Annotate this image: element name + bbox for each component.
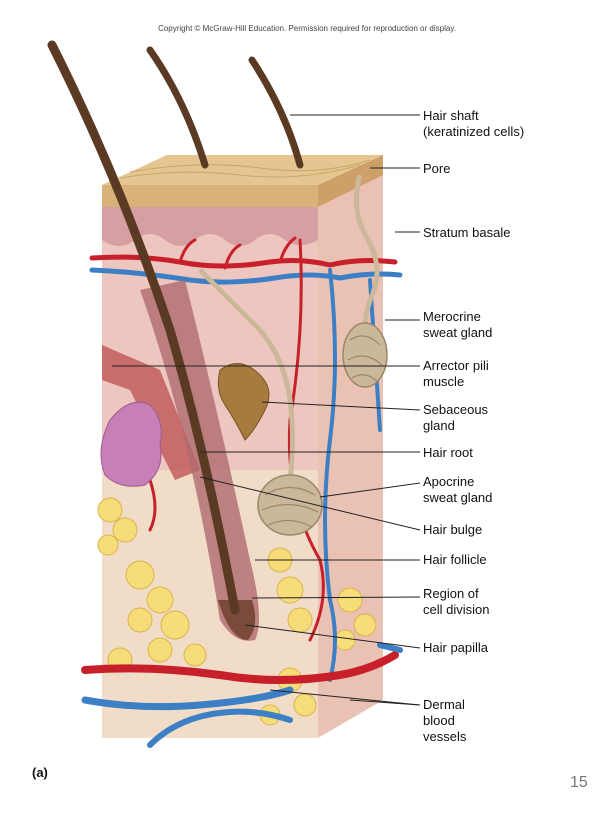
fat-lobule — [97, 497, 123, 523]
label-hair-papilla: Hair papilla — [423, 640, 488, 656]
label-sebaceous: Sebaceous gland — [423, 402, 488, 434]
fat-lobule — [97, 534, 119, 556]
hair-strands — [47, 40, 304, 615]
label-arrector: Arrector pili muscle — [423, 358, 489, 390]
fat-lobule — [287, 607, 313, 633]
leader-dermal-vessels-2 — [349, 699, 421, 706]
leader-hair-papilla — [244, 624, 421, 649]
label-stratum-basale: Stratum basale — [423, 225, 510, 241]
hair-strand — [47, 40, 240, 615]
label-line: blood — [423, 713, 455, 728]
label-dermal-vessels: Dermal blood vessels — [423, 697, 466, 745]
label-line: Dermal — [423, 697, 465, 712]
label-line: Hair root — [423, 445, 473, 460]
sebaceous-gland — [217, 363, 270, 441]
label-merocrine: Merocrine sweat gland — [423, 309, 492, 341]
leader-apocrine — [319, 482, 421, 498]
label-line: Apocrine — [423, 474, 475, 489]
label-pore: Pore — [423, 161, 450, 177]
fat-lobule — [353, 613, 377, 637]
leader-hair-bulge — [199, 476, 421, 531]
label-line: cell division — [423, 602, 490, 617]
label-line: sweat gland — [423, 490, 493, 505]
label-line: Hair follicle — [423, 552, 487, 567]
epidermis — [102, 185, 318, 207]
fat-lobule — [276, 576, 304, 604]
label-line: Hair papilla — [423, 640, 489, 655]
skin-surface — [102, 155, 383, 185]
label-line: Region of — [423, 586, 479, 601]
label-hair-follicle: Hair follicle — [423, 552, 487, 568]
leader-lines — [112, 114, 421, 706]
leader-sebaceous — [261, 401, 421, 411]
label-line: Sebaceous — [423, 402, 489, 417]
hair-bulb — [218, 600, 256, 640]
fat-lobule — [125, 560, 155, 590]
label-line: vessels — [423, 729, 467, 744]
label-line: muscle — [423, 374, 465, 389]
label-line: sweat gland — [423, 325, 493, 340]
copyright-notice: Copyright © McGraw-Hill Education. Permi… — [158, 24, 456, 33]
fat-lobule — [112, 517, 138, 543]
leader-dermal-vessels-1 — [269, 689, 421, 706]
fat-lobule — [183, 643, 207, 667]
label-hair-shaft: Hair shaft (keratinized cells) — [423, 108, 524, 140]
sebaceous-gland-shape — [100, 401, 162, 487]
label-line: Pore — [423, 161, 451, 176]
papillary-layer — [102, 205, 318, 246]
label-line: Hair bulge — [423, 522, 483, 537]
label-hair-root: Hair root — [423, 445, 473, 461]
hair-strand — [146, 46, 209, 169]
label-line: Arrector pili — [423, 358, 489, 373]
fat-lobule — [146, 586, 174, 614]
side-epidermis — [318, 155, 383, 207]
hair-strand — [248, 56, 304, 169]
label-line: Merocrine — [423, 309, 481, 324]
merocrine-gland-coil — [342, 322, 388, 388]
fat-lobule — [334, 629, 356, 651]
label-line: gland — [423, 418, 455, 433]
leader-cell-division — [251, 596, 421, 599]
label-hair-bulge: Hair bulge — [423, 522, 482, 538]
panel-letter: (a) — [32, 765, 48, 780]
fat-lobule — [147, 637, 173, 663]
fat-lobule — [293, 693, 317, 717]
label-line: Stratum basale — [423, 225, 511, 240]
fat-lobule — [337, 587, 363, 613]
fat-lobule — [127, 607, 153, 633]
label-line: (keratinized cells) — [423, 124, 525, 139]
fat-lobule — [160, 610, 190, 640]
lower-blood-vessels — [81, 642, 403, 748]
label-line: Hair shaft — [423, 108, 479, 123]
label-cell-division: Region of cell division — [423, 586, 489, 618]
apocrine-duct — [198, 268, 295, 481]
label-apocrine: Apocrine sweat gland — [423, 474, 492, 506]
page-number: 15 — [570, 774, 588, 791]
